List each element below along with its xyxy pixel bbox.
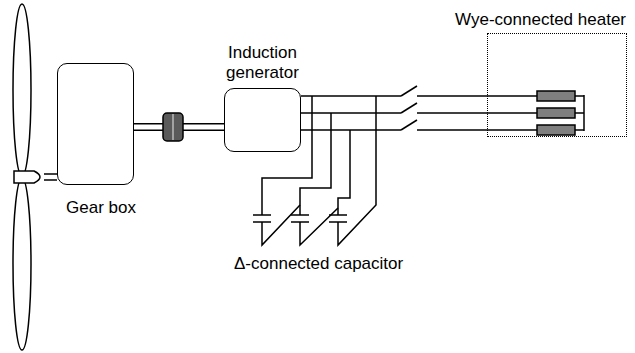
phase-wire [301, 95, 487, 97]
node-caption: Wye-connected heater [455, 10, 626, 30]
capacitor-plate [291, 214, 309, 216]
shaft-line [44, 173, 57, 175]
heater-wire [575, 129, 584, 131]
heater-wire [487, 95, 537, 97]
node-label: Induction generator [218, 43, 307, 83]
heater-elements [487, 91, 584, 135]
turbine-blade [13, 178, 31, 350]
shaft-coupling [163, 113, 183, 141]
rotor-hub [14, 171, 40, 183]
heater-wire [575, 95, 584, 97]
shaft-line [44, 179, 57, 181]
turbine-blade [13, 4, 31, 176]
capacitor-tap [338, 130, 350, 215]
wye-neutral [583, 95, 585, 131]
switch-symbols [401, 86, 417, 133]
delta-link [300, 208, 338, 245]
component-label: Δ-connected capacitor [234, 254, 403, 274]
capacitor-tap [262, 96, 312, 215]
phase-wire [301, 112, 487, 114]
generator-box: Induction generator [224, 88, 301, 152]
heater-wire [487, 129, 537, 131]
node-label: Gear box [66, 198, 136, 218]
gearbox-box: Gear box [57, 63, 134, 185]
resistor-symbol [537, 125, 575, 135]
resistor-symbol [537, 91, 575, 101]
capacitor-plate [253, 214, 271, 216]
node-caption: Gear box [66, 198, 136, 218]
coupling-body [163, 113, 183, 141]
coupling-joint [172, 114, 174, 140]
phase-wire [301, 129, 487, 131]
capacitor-tap [300, 113, 331, 215]
resistor-symbol [537, 108, 575, 118]
turbine-rotor [13, 4, 40, 350]
heater-wire [575, 112, 584, 114]
switch-blade [401, 103, 417, 113]
node-label: Wye-connected heater [455, 10, 626, 30]
switch-blade [401, 86, 417, 96]
heater-enclosure: Wye-connected heater [487, 33, 627, 137]
switch-blade [401, 120, 417, 130]
delta-link [338, 96, 376, 245]
delta-link [262, 205, 300, 245]
low-speed-shaft [44, 174, 57, 180]
node-caption: Induction generator [218, 43, 307, 83]
delta-capacitor-bank [253, 96, 376, 245]
heater-wire [487, 112, 537, 114]
